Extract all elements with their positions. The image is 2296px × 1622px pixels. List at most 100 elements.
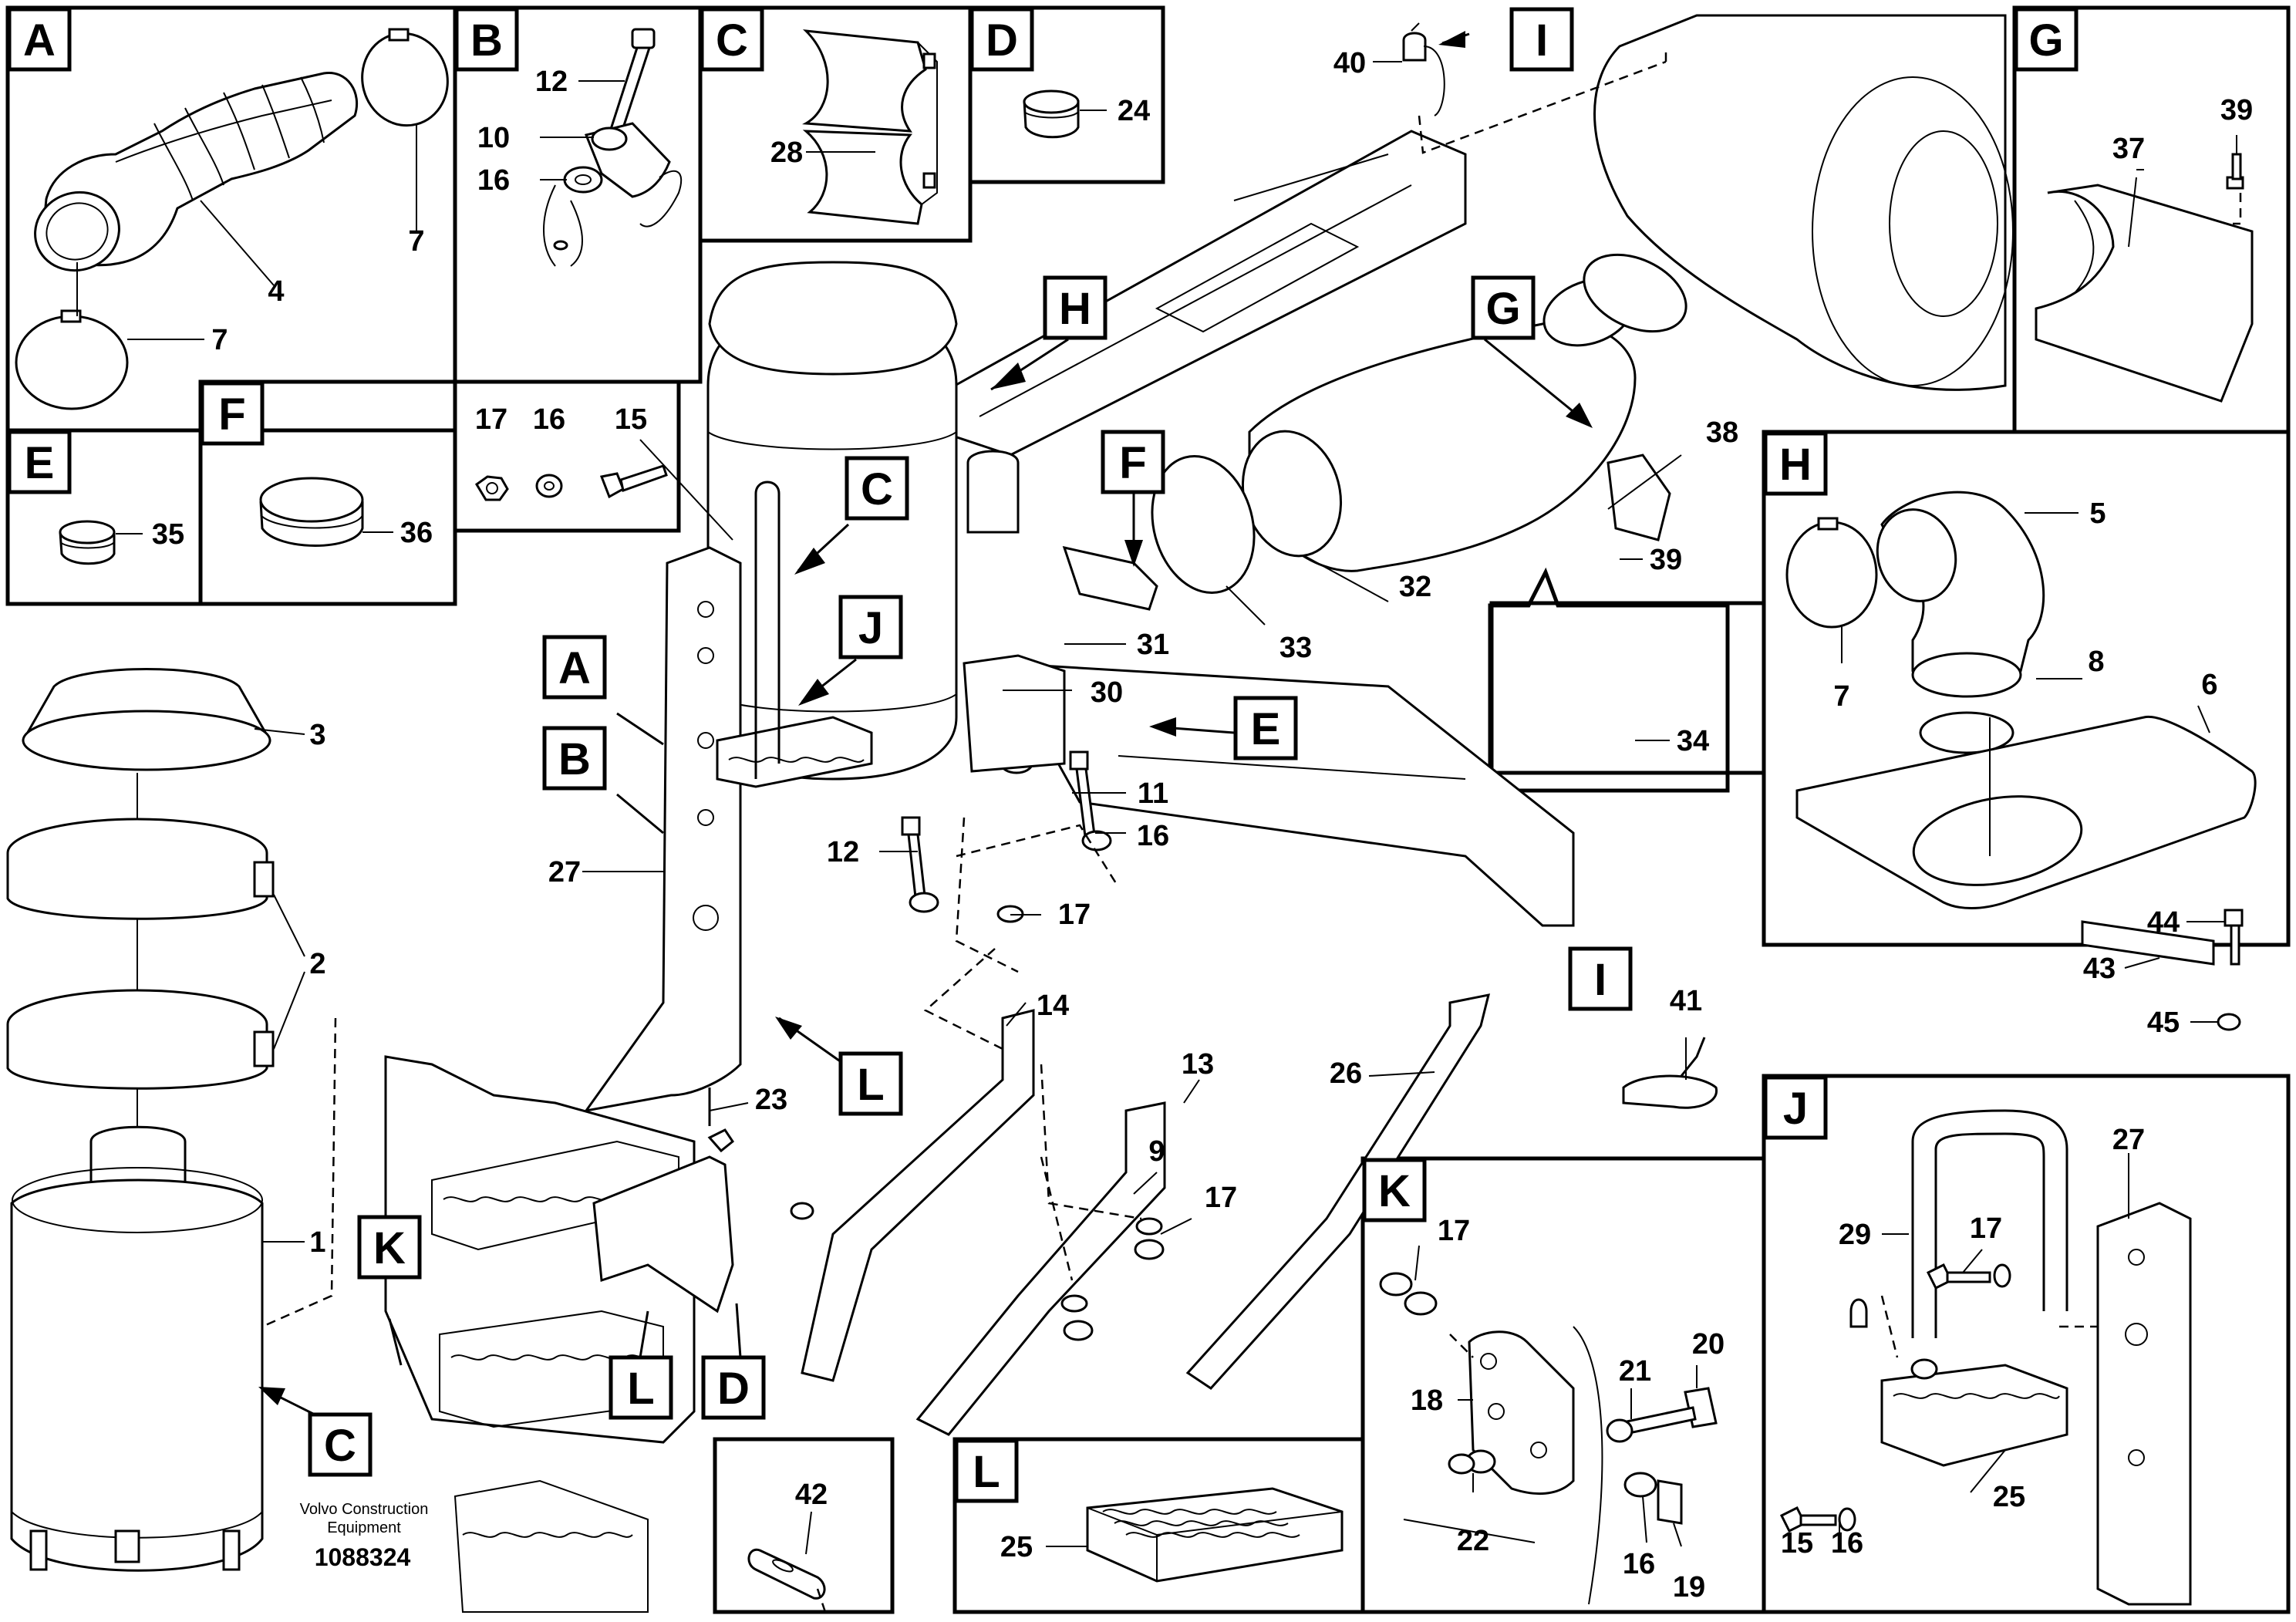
callout-39-main: 39 (1650, 544, 1682, 576)
title-block: Volvo Construction Equipment 1088324 (300, 1501, 429, 1571)
callout-38: 38 (1706, 416, 1738, 449)
callout-11: 11 (1138, 777, 1168, 810)
letter-box-a-main: A (542, 635, 607, 700)
detail-letter-boxes: A B C D E F G H I J K L I H G C F J E A … (7, 7, 2079, 1503)
callout-9: 9 (1148, 1135, 1165, 1168)
inset-a-drawing (15, 28, 449, 410)
callout-14: 14 (1037, 990, 1069, 1022)
letter-box-g-main: G (1471, 275, 1536, 340)
svg-text:D: D (986, 15, 1018, 66)
callout-numbers: 7 4 7 12 10 16 28 24 35 36 17 16 15 3 2 … (152, 47, 2253, 1603)
callout-35: 35 (152, 518, 184, 551)
callout-32: 32 (1399, 571, 1431, 603)
inset-frame-k (1360, 1156, 1766, 1614)
letter-box-g-inset: G (2014, 7, 2079, 72)
inset-b-drawing (543, 28, 683, 267)
letter-box-j-main: J (838, 595, 903, 659)
callout-17-k: 17 (1438, 1215, 1470, 1247)
callout-27-main: 27 (548, 856, 581, 889)
svg-text:J: J (1783, 1084, 1808, 1134)
callout-8: 8 (2088, 646, 2104, 678)
callout-33: 33 (1279, 632, 1312, 664)
callout-12-main: 12 (827, 836, 859, 868)
callout-37: 37 (2112, 133, 2145, 165)
inset-d-drawing (1023, 89, 1080, 139)
callout-40: 40 (1333, 47, 1366, 79)
svg-text:K: K (373, 1223, 406, 1273)
callout-29: 29 (1839, 1219, 1871, 1251)
svg-text:L: L (973, 1447, 1000, 1497)
inset-frames (5, 5, 2291, 1614)
letter-box-e-main: E (1233, 696, 1298, 760)
svg-text:F: F (218, 389, 245, 440)
letter-box-b-inset: B (454, 7, 519, 72)
svg-text:F: F (1119, 438, 1146, 488)
callout-2: 2 (309, 948, 325, 980)
letter-box-l-inset: L (954, 1438, 1019, 1503)
callout-31: 31 (1137, 629, 1169, 661)
callout-21: 21 (1619, 1355, 1651, 1388)
inset-42-drawing (747, 1548, 826, 1600)
letter-box-d-main: D (701, 1355, 766, 1420)
letter-box-i-main: I (1509, 7, 1574, 72)
callout-34: 34 (1677, 725, 1709, 757)
inset-frame-l (952, 1437, 1365, 1614)
leader-lines (76, 61, 2237, 1555)
callout-30: 30 (1091, 676, 1123, 709)
callout-1: 1 (309, 1226, 325, 1259)
callout-7-a1: 7 (408, 225, 424, 258)
letter-box-k-inset: K (1362, 1158, 1427, 1222)
svg-text:H: H (1779, 440, 1812, 490)
svg-text:G: G (2028, 15, 2063, 66)
callout-16-top: 16 (533, 403, 565, 436)
letter-box-f-main: F (1101, 430, 1165, 494)
inset-strap-34 (1488, 567, 1730, 793)
svg-text:A: A (23, 15, 56, 66)
inset-k-drawing (1379, 1272, 1718, 1605)
letter-box-l-main-upper: L (838, 1051, 903, 1116)
inset-fasteners-drawing (475, 464, 668, 501)
callout-27-j: 27 (2112, 1124, 2145, 1156)
callout-3: 3 (309, 719, 325, 751)
inset-f-drawing (259, 477, 364, 547)
callout-16-main: 16 (1137, 820, 1169, 852)
svg-text:C: C (716, 15, 748, 66)
svg-text:L: L (857, 1060, 884, 1110)
callout-15-j: 15 (1781, 1527, 1813, 1560)
publisher-line-2: Equipment (327, 1519, 401, 1536)
inset-j-drawing (1779, 1109, 2192, 1606)
svg-text:C: C (861, 464, 893, 514)
letter-box-j-inset: J (1763, 1075, 1828, 1140)
svg-text:H: H (1059, 284, 1091, 334)
letter-box-h-inset: H (1763, 431, 1828, 496)
svg-text:A: A (558, 643, 591, 693)
letter-box-f-inset: F (200, 381, 265, 446)
callout-20: 20 (1692, 1328, 1725, 1361)
callout-12-b: 12 (535, 66, 568, 98)
svg-text:B: B (558, 734, 591, 784)
letter-box-c-main: C (845, 456, 909, 521)
inset-c-drawing (802, 29, 938, 225)
callout-36: 36 (400, 517, 433, 549)
callout-6: 6 (2201, 669, 2217, 701)
callout-16-j: 16 (1831, 1527, 1863, 1560)
inset-frame-i (1489, 601, 1766, 775)
inset-frame-fasteners (453, 379, 681, 533)
letter-box-c-inset: C (700, 7, 764, 72)
letter-box-b-main: B (542, 726, 607, 791)
callout-13: 13 (1182, 1048, 1214, 1081)
inset-i-drawing (1622, 1037, 1718, 1109)
callout-17-main: 17 (1058, 899, 1091, 931)
callout-39-g: 39 (2220, 94, 2253, 126)
callout-25-j: 25 (1993, 1481, 2025, 1513)
svg-text:D: D (717, 1364, 750, 1414)
assembly-lines (261, 46, 2098, 1613)
letter-box-d-inset: D (969, 7, 1034, 72)
callout-16-b: 16 (477, 164, 510, 197)
callout-17-rail: 17 (1205, 1182, 1237, 1214)
callout-10: 10 (477, 122, 510, 154)
callout-17-top: 17 (475, 403, 507, 436)
central-assembly (384, 14, 2014, 1613)
